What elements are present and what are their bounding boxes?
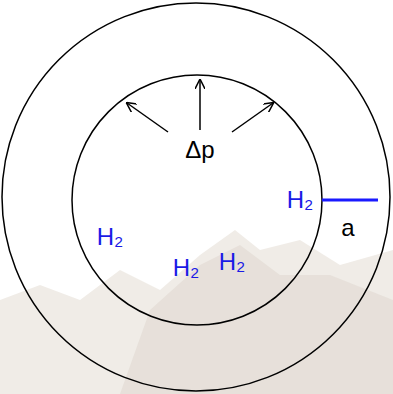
pressure-arrow xyxy=(199,80,201,130)
dimension-label: a xyxy=(341,216,354,240)
thickness-line xyxy=(322,199,378,202)
outer-circle xyxy=(2,3,390,391)
hydrogen-label: H₂ xyxy=(173,256,200,280)
pressure-label: Δp xyxy=(185,138,214,162)
hydrogen-label: H₂ xyxy=(97,225,124,249)
mountain-backdrop xyxy=(0,230,393,394)
hydrogen-label: H₂ xyxy=(287,188,314,212)
hydrogen-label: H₂ xyxy=(219,250,246,274)
pressure-arrow xyxy=(232,103,273,132)
gas-cavity: ΔpH₂ H₂ H₂ H₂ xyxy=(72,75,322,325)
inner-circle xyxy=(72,75,322,325)
pressure-arrow xyxy=(127,103,168,132)
